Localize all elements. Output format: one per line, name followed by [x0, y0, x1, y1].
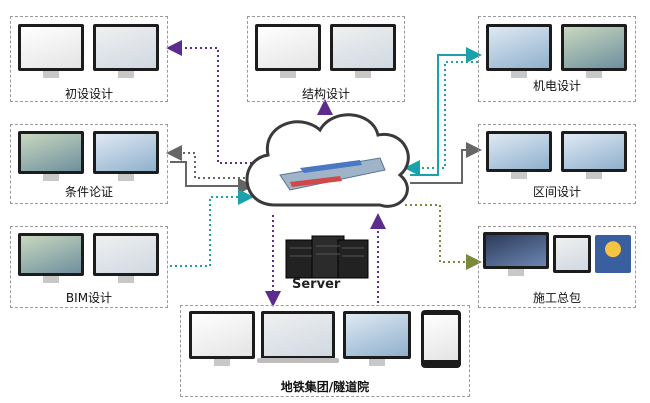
monitor [486, 24, 552, 78]
monitor [561, 24, 627, 78]
monitor [343, 311, 411, 366]
group-bim: BIM设计 [10, 226, 168, 308]
group-jiegou: 结构设计 [247, 16, 405, 102]
group-label-bim: BIM设计 [65, 291, 113, 305]
worker-icon [595, 235, 631, 273]
laptop-icon [257, 311, 339, 363]
monitor [561, 131, 627, 179]
group-jidian: 机电设计 [478, 16, 636, 102]
group-chushe: 初设设计 [10, 16, 168, 102]
monitor [93, 24, 159, 78]
group-label-ditie: 地铁集团/隧道院 [280, 380, 370, 394]
monitor [483, 232, 549, 276]
server-label: Server [292, 277, 341, 292]
arrow-from-jidian [404, 61, 478, 176]
monitor [93, 233, 159, 283]
server-icon [285, 235, 369, 279]
group-label-qujian: 区间设计 [532, 185, 581, 199]
arrow-to-jidian [410, 47, 482, 176]
group-label-shigong: 施工总包 [532, 291, 581, 305]
arrow-to-qujian [410, 142, 482, 184]
arrow-to-shigong [405, 204, 482, 270]
group-ditie [180, 305, 470, 397]
monitor [18, 233, 84, 283]
group-qujian: 区间设计 [478, 124, 636, 204]
arrow-from-bim [170, 189, 254, 267]
group-tiaojian: 条件论证 [10, 124, 168, 204]
group-shigong: 施工总包 [478, 226, 636, 308]
server-rack-image [553, 235, 591, 273]
group-label-tiaojian: 条件论证 [64, 185, 113, 199]
monitor [189, 311, 255, 366]
cloud-icon [245, 113, 410, 208]
monitor [486, 131, 552, 179]
monitor [18, 131, 84, 181]
arrow-tiaojian-return [170, 161, 254, 194]
monitor [255, 24, 321, 78]
group-label-jidian: 机电设计 [532, 79, 581, 93]
tablet-icon [421, 310, 461, 368]
monitor [330, 24, 396, 78]
monitor [18, 24, 84, 78]
group-label-jiegou: 结构设计 [301, 87, 350, 101]
group-label-chushe: 初设设计 [64, 87, 113, 101]
monitor [93, 131, 159, 181]
arrow-to-chushe [166, 40, 262, 164]
